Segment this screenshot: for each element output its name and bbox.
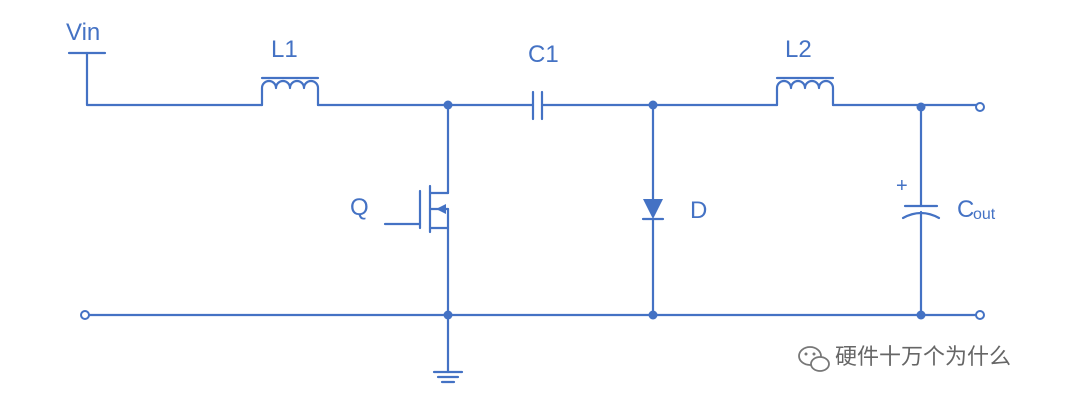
wechat-icon xyxy=(798,346,830,372)
cout-label-sub: out xyxy=(973,206,996,223)
watermark-text: 硬件十万个为什么 xyxy=(835,345,1011,370)
inductor-l1 xyxy=(260,76,320,107)
junction-dot xyxy=(648,100,658,110)
diode-d xyxy=(641,103,665,315)
c1-label: C1 xyxy=(528,41,559,68)
junction-dot xyxy=(916,102,926,112)
junction-dot xyxy=(648,310,658,320)
cout-plus-label: + xyxy=(896,175,908,197)
l2-label: L2 xyxy=(785,36,812,63)
capacitor-cout xyxy=(901,103,941,315)
vin-supply xyxy=(67,51,264,107)
d-label: D xyxy=(690,197,707,224)
input-terminal-bottom xyxy=(80,310,90,320)
l1-label: L1 xyxy=(271,36,298,63)
junction-dot xyxy=(916,310,926,320)
q-label: Q xyxy=(350,194,369,221)
output-terminal-top xyxy=(975,102,985,112)
inductor-l2 xyxy=(775,76,835,107)
capacitor-c1 xyxy=(531,90,544,121)
mosfet-q xyxy=(383,103,450,315)
output-terminal-bottom xyxy=(975,310,985,320)
cout-label-main: C xyxy=(957,196,974,223)
junction-dot xyxy=(443,100,453,110)
vin-label: Vin xyxy=(66,19,100,46)
junction-dot xyxy=(443,310,453,320)
ground-symbol xyxy=(432,313,464,384)
